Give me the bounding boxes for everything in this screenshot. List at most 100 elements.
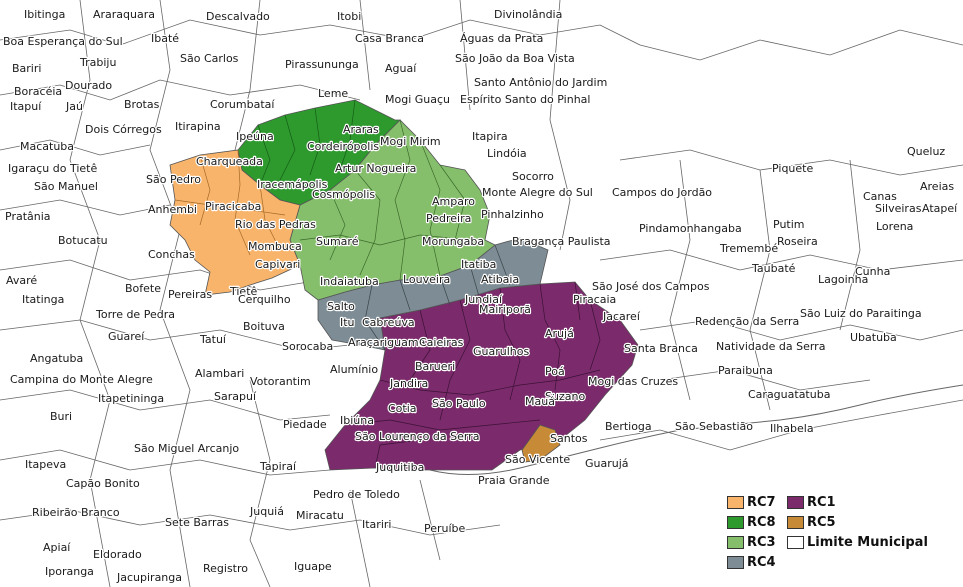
place-label: Alumínio [330, 363, 378, 376]
place-label: Pindamonhangaba [639, 222, 742, 235]
place-label: Sete Barras [165, 516, 229, 529]
place-label: Queluz [907, 145, 945, 158]
place-label: Socorro [512, 170, 554, 183]
place-label: Charqueada [196, 155, 263, 168]
place-label: Caieiras [419, 336, 464, 349]
legend-swatch [787, 516, 804, 529]
place-label: Leme [318, 87, 348, 100]
legend-item-limite: Limite Municipal [787, 534, 928, 551]
place-label: Cordeirópolis [307, 140, 379, 153]
place-label: Salto [327, 300, 355, 313]
place-label: Itatinga [22, 293, 64, 306]
place-label: Sarapuí [214, 390, 257, 403]
place-label: Jundiaí [464, 293, 503, 306]
place-label: Ibaté [151, 32, 179, 45]
place-label: Roseira [777, 235, 818, 248]
legend-item-rc3: RC3 [727, 534, 776, 551]
place-label: Boituva [243, 320, 285, 333]
place-label: Bragança Paulista [512, 235, 611, 248]
place-label: Jacareí [602, 310, 641, 323]
place-label: Canas [863, 190, 897, 203]
place-label: Ibiúna [340, 414, 374, 427]
place-label: Mairiporã [479, 303, 531, 316]
place-label: Amparo [432, 195, 475, 208]
place-label: Torre de Pedra [95, 308, 175, 321]
place-label: Aguaí [385, 62, 417, 75]
place-label: Lagoinha [818, 273, 868, 286]
place-label: São Paulo [432, 397, 486, 410]
legend-item-rc7: RC7 [727, 494, 776, 511]
legend-swatch [727, 496, 744, 509]
place-label: Registro [203, 562, 248, 575]
place-label: Guareí [108, 330, 145, 343]
place-label: Macatuba [20, 140, 74, 153]
place-label: Dourado [65, 79, 112, 92]
place-label: Araraquara [93, 8, 155, 21]
legend-label: Limite Municipal [807, 535, 928, 550]
rc7-internal-boundaries [174, 149, 286, 256]
region-rc5[interactable] [521, 424, 561, 463]
place-label: Morungaba [422, 235, 484, 248]
region-rc7[interactable] [169, 149, 301, 296]
place-label: Lindóia [487, 147, 527, 160]
place-label: Itirapina [175, 120, 221, 133]
place-label: Pedro de Toledo [313, 488, 400, 501]
place-label: Natividade da Serra [716, 340, 825, 353]
place-label: Trabiju [79, 56, 116, 69]
place-label: Barueri [415, 360, 455, 373]
legend-label: RC5 [807, 515, 836, 530]
place-label: Araras [343, 123, 379, 136]
place-label: Anhembi [148, 203, 197, 216]
place-label: Iporanga [45, 565, 94, 578]
place-label: Rio das Pedras [235, 218, 316, 231]
place-label: Poá [545, 365, 565, 378]
place-label: Conchas [148, 248, 195, 261]
place-label: Tapiraí [259, 460, 297, 473]
place-label: Cunha [855, 265, 890, 278]
place-label: Tietê [229, 285, 258, 298]
place-label: Artur Nogueira [335, 162, 416, 175]
region-rc1[interactable] [324, 281, 639, 471]
place-label: Pedreira [426, 212, 471, 225]
place-label: São Miguel Arcanjo [134, 442, 239, 455]
legend-label: RC7 [747, 495, 776, 510]
place-label: Boracéia [14, 85, 62, 98]
place-label: Iguape [294, 560, 332, 573]
place-label: Louveira [403, 273, 450, 286]
place-label: Mauá [525, 395, 555, 408]
place-label: Peruíbe [424, 522, 466, 535]
place-label: Dois Córregos [85, 123, 162, 136]
place-label: Ribeirão Branco [32, 506, 120, 519]
coastline [429, 384, 963, 475]
place-label: Igaraçu do Tietê [8, 162, 97, 175]
place-label: Mombuca [248, 240, 302, 253]
rc3-internal-boundaries [299, 119, 471, 281]
place-label: Ubatuba [850, 331, 897, 344]
place-label: Itu [340, 316, 355, 329]
legend-label: RC4 [747, 555, 776, 570]
place-label: Atapeí [922, 202, 958, 215]
place-label: Brotas [124, 98, 160, 111]
place-label: Paraibuna [718, 364, 773, 377]
place-label: Divinolândia [494, 8, 562, 21]
place-label: Suzano [545, 390, 585, 403]
place-label: Apiaí [43, 541, 71, 554]
place-label: Silveiras [875, 202, 922, 215]
place-label: Pinhalzinho [481, 208, 544, 221]
place-label: Mogi das Cruzes [588, 375, 678, 388]
place-label: Guarujá [585, 457, 629, 470]
place-label: Mogi Guaçu [385, 93, 450, 106]
place-label: São Sebastião [675, 420, 753, 433]
place-label: Santo Antônio do Jardim [474, 76, 607, 89]
rc1-internal-boundaries [344, 281, 601, 469]
place-label: Alambari [195, 367, 244, 380]
place-label: Descalvado [206, 10, 270, 23]
place-label: Piracaia [573, 293, 616, 306]
place-label: Monte Alegre do Sul [482, 186, 593, 199]
rc4-internal-boundaries [364, 244, 511, 351]
place-label: Capivari [255, 258, 300, 271]
